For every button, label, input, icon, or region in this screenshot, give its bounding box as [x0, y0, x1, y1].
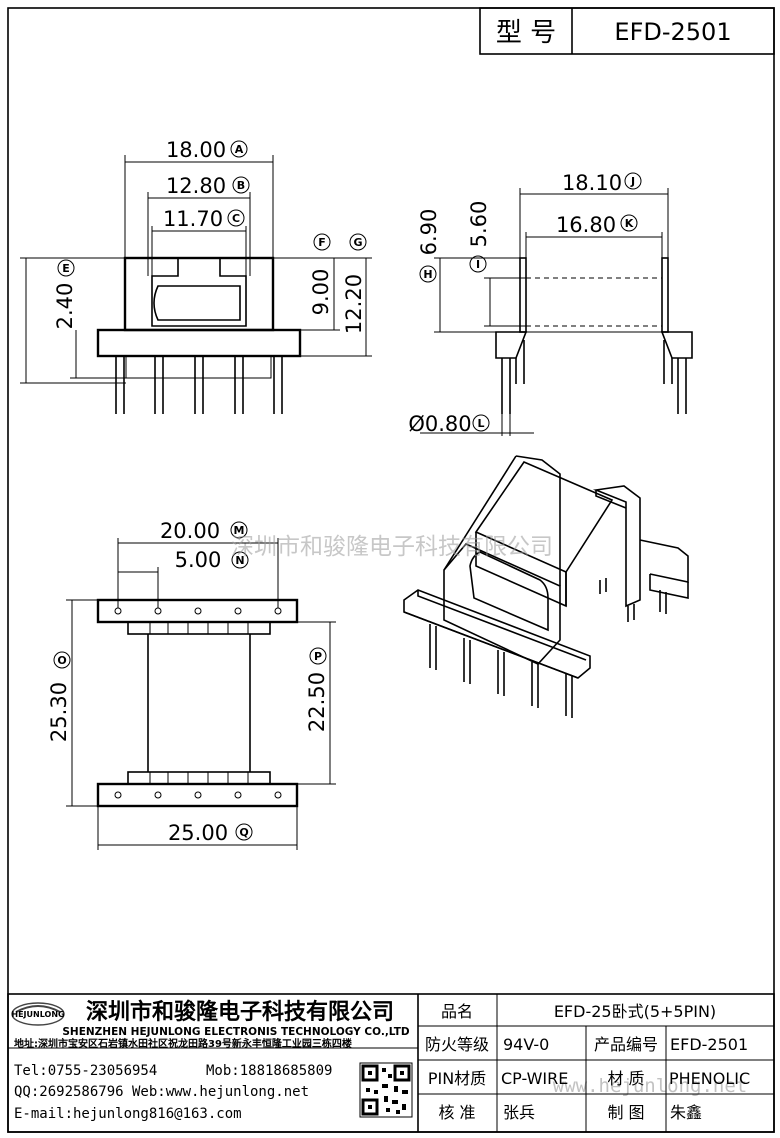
cell-drafter-value: 朱鑫 [670, 1103, 702, 1122]
dim-m-value: 20.00 [160, 519, 220, 543]
title-block: HEJUNLONG 深圳市和骏隆电子科技有限公司 SHENZHEN HEJUNL… [7, 993, 775, 1133]
dim-e-value: 2.40 [53, 283, 77, 330]
dim-n-marker [231, 551, 249, 569]
dim-c-letter: C [232, 212, 240, 225]
dim-q-letter: Q [239, 826, 248, 839]
cell-pin-material-label: PIN材质 [428, 1069, 486, 1088]
cell-material-value: PHENOLIC [669, 1069, 750, 1088]
dim-f-letter: F [318, 236, 326, 249]
dim-g-marker [349, 233, 367, 251]
cell-product-code-label: 产品编号 [594, 1035, 658, 1054]
model-value: EFD-2501 [614, 18, 731, 46]
cell-approver-label: 核 准 [438, 1103, 475, 1122]
company-address: 地址:深圳市宝安区石岩镇水田社区祝龙田路39号新永丰恒隆工业园三栋四楼 [14, 1037, 352, 1050]
company-name-en: SHENZHEN HEJUNLONG ELECTRONIS TECHNOLOGY… [62, 1026, 410, 1038]
dim-f-value: 9.00 [309, 269, 333, 316]
dim-l-marker [472, 414, 490, 432]
cell-fire-rating-label: 防火等级 [425, 1035, 489, 1054]
cell-approver-value: 张兵 [503, 1103, 535, 1122]
dim-p-marker [309, 647, 327, 665]
dim-l-value: Ø0.80 [408, 412, 471, 436]
cell-material-label: 材 质 [607, 1069, 644, 1088]
dim-e-marker [57, 259, 75, 277]
dim-m-letter: M [234, 524, 245, 537]
dim-o-value: 25.30 [47, 682, 71, 742]
front-view: 18.00 A 12.80 B 11.70 C 2.40 E F 9.00 G … [20, 138, 372, 414]
dim-b-value: 12.80 [166, 174, 226, 198]
sheet-border [7, 7, 775, 1133]
dim-b-marker [232, 176, 250, 194]
dim-g-value: 12.20 [342, 274, 366, 334]
dim-q-value: 25.00 [168, 821, 228, 845]
dim-n-value: 5.00 [175, 548, 222, 572]
dim-h-value: 6.90 [417, 209, 441, 256]
dim-k-value: 16.80 [556, 213, 616, 237]
dim-n-letter: N [235, 554, 244, 567]
watermark-company: 深圳市和骏隆电子科技有限公司 [231, 534, 553, 560]
dim-g-letter: G [353, 236, 362, 249]
dim-a-letter: A [235, 143, 244, 156]
dim-c-value: 11.70 [163, 207, 223, 231]
dim-k-letter: K [625, 217, 634, 230]
side-view: 18.10 J 16.80 K 6.90 H 5.60 I Ø0.80 L [408, 171, 693, 436]
dim-a-marker [230, 140, 248, 158]
dim-b-letter: B [237, 179, 245, 192]
dim-h-letter: H [423, 268, 432, 281]
dim-p-value: 22.50 [305, 672, 329, 732]
dim-e-letter: E [62, 262, 70, 275]
contact-mob: Mob:18818685809 [206, 1063, 332, 1079]
dim-c-marker [227, 209, 245, 227]
dim-j-value: 18.10 [562, 171, 622, 195]
cell-pin-material-value: CP-WIRE [501, 1069, 568, 1088]
company-logo: HEJUNLONG [11, 1002, 65, 1026]
dim-i-letter: I [476, 258, 480, 271]
dim-o-letter: O [57, 654, 66, 667]
dim-j-marker [624, 172, 642, 190]
dim-q-marker [235, 823, 253, 841]
dim-h-marker [419, 265, 437, 283]
model-label: 型 号 [496, 18, 556, 48]
contact-email: E-mail:hejunlong816@163.com [14, 1106, 242, 1122]
dim-f-marker [313, 233, 331, 251]
watermark-site: www.hejunlong.net [553, 1075, 747, 1097]
company-name-cn: 深圳市和骏隆电子科技有限公司 [86, 999, 394, 1025]
dim-i-marker [469, 255, 487, 273]
dim-o-marker [53, 651, 71, 669]
dim-l-letter: L [477, 417, 484, 430]
dim-i-value: 5.60 [467, 201, 491, 248]
cell-drafter-label: 制 图 [607, 1103, 644, 1122]
bottom-view: 20.00 M 5.00 N O 25.30 P 22.50 25.00 Q [47, 519, 336, 850]
cell-product-name-value: EFD-25卧式(5+5PIN) [554, 1002, 716, 1021]
contact-tel: Tel:0755-23056954 [14, 1063, 157, 1079]
isometric-view [403, 455, 689, 718]
dim-m-marker [230, 521, 248, 539]
dim-a-value: 18.00 [166, 138, 226, 162]
cell-fire-rating-value: 94V-0 [503, 1035, 549, 1054]
logo-text: HEJUNLONG [11, 1010, 64, 1019]
model-header: 型 号 EFD-2501 [479, 7, 775, 55]
qr-code [359, 1062, 413, 1118]
contact-qq-web: QQ:2692586796 Web:www.hejunlong.net [14, 1084, 309, 1100]
cell-product-code-value: EFD-2501 [670, 1035, 748, 1054]
dim-j-letter: J [630, 175, 635, 188]
dim-p-letter: P [314, 650, 322, 663]
dim-k-marker [620, 214, 638, 232]
cell-product-name-label: 品名 [441, 1002, 473, 1021]
